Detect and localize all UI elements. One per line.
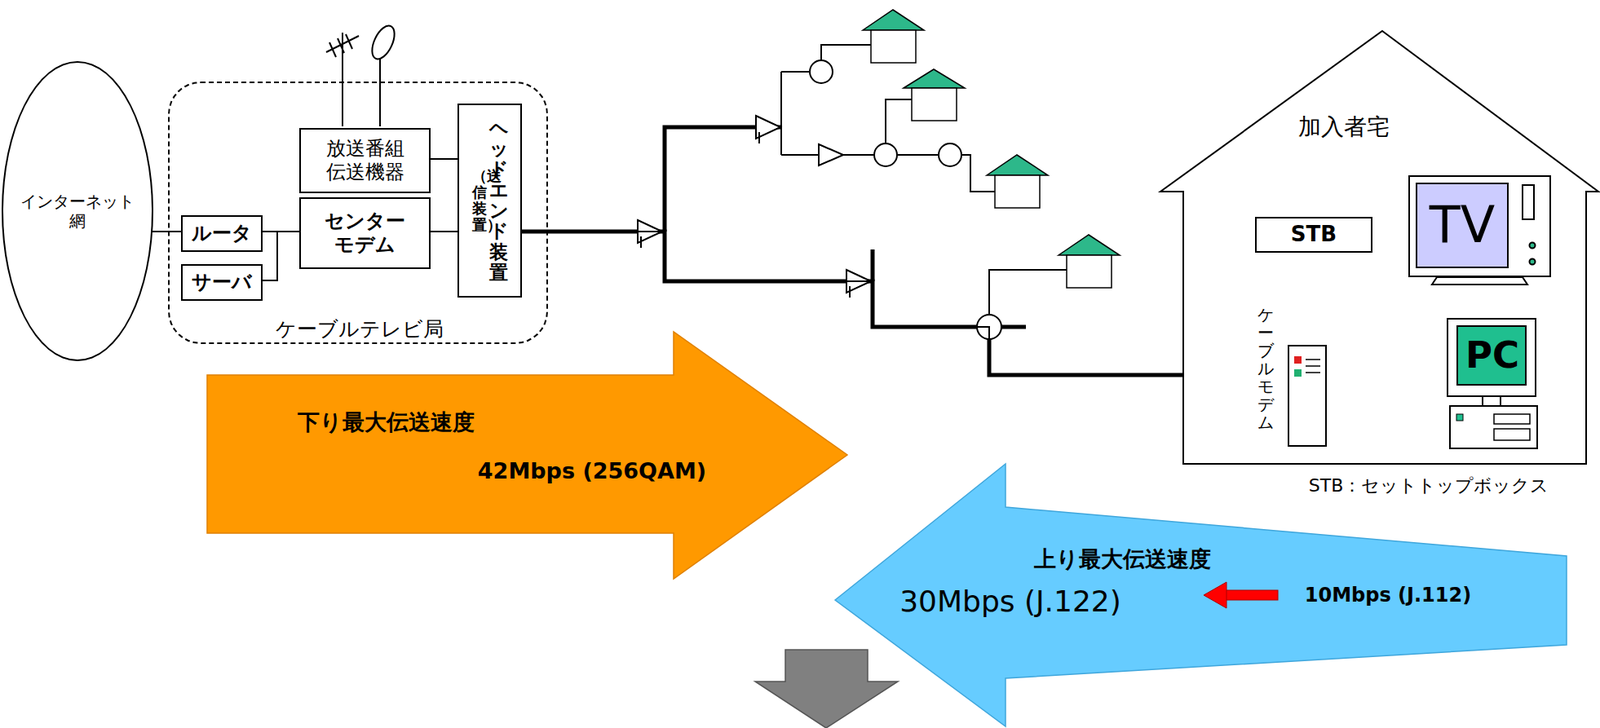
node-text: 下り最大伝送速度: [297, 409, 475, 436]
personal-computer: PC: [1446, 318, 1539, 450]
connector: [521, 231, 1256, 376]
node-text: ルータ: [191, 221, 252, 246]
tv-drawing: [1409, 176, 1551, 285]
node-text: サーバ: [191, 270, 252, 295]
amplifiers: [637, 115, 871, 298]
red-arrow-shaft: [1223, 590, 1278, 601]
node-text: （送信装置）: [472, 167, 487, 233]
red-arrow-head: [1203, 582, 1227, 609]
headend-box: ヘッドエンド装置（送信装置）: [457, 103, 522, 298]
station-region: ケーブルテレビ局 放送番組 伝送機器ルータ センター モデムサーバ ヘッドエンド装置（…: [167, 81, 549, 345]
downstream-arrow-outline: [207, 331, 848, 580]
connector: [262, 231, 300, 281]
modem-drawing: [1288, 345, 1326, 447]
drop-cables: [781, 44, 1067, 315]
down-arrow: [755, 649, 898, 728]
node-text: ケーブルモデム: [1257, 305, 1274, 432]
process-box: 放送番組 伝送機器: [299, 128, 431, 194]
node-text: TV: [1429, 194, 1495, 256]
node-text: 10Mbps (J.112): [1304, 583, 1472, 608]
connector: [152, 230, 182, 233]
arrow-shape: [207, 331, 848, 580]
node-text: 加入者宅: [1298, 113, 1390, 142]
node-text: ケーブルテレビ局: [275, 317, 444, 342]
network-cloud: インターネット 網: [1, 61, 154, 362]
tv-set: TV: [1408, 175, 1552, 278]
connector: [430, 158, 458, 160]
subscriber-house: 加入者宅 STB TV ケーブルモデム PC: [1160, 30, 1600, 465]
connector: [430, 230, 458, 233]
antennas: [326, 22, 399, 127]
note-label: STB：セットトップボックス: [1308, 473, 1550, 499]
arrow-shape: [835, 464, 1567, 727]
taps: [809, 60, 1229, 380]
downstream-arrow: 下り最大伝送速度42Mbps (256QAM): [207, 331, 848, 580]
node-text: インターネット 網: [17, 191, 138, 231]
node-text: センター モデム: [322, 209, 407, 257]
process-box: センター モデム: [299, 197, 431, 270]
node-text: PC: [1465, 333, 1520, 378]
node-text: STB: [1290, 221, 1337, 248]
trunk-cable: [520, 127, 1224, 376]
cable-modem: ケーブルモデム: [1287, 344, 1327, 447]
stb-box: STB: [1255, 216, 1373, 253]
cable-modem-outline: [1287, 344, 1327, 447]
process-box: ルータ: [181, 215, 263, 252]
node-text: 上り最大伝送速度: [1034, 546, 1212, 573]
node-text: 30Mbps (J.122): [899, 583, 1122, 619]
pc-drawing: [1447, 318, 1538, 449]
house-outline: [1160, 30, 1599, 465]
node-text: 放送番組 伝送機器: [322, 137, 407, 185]
process-box: サーバ: [181, 264, 263, 301]
node-text: ヘッドエンド装置: [489, 118, 509, 283]
small-houses: [862, 9, 1120, 288]
node-text: 42Mbps (256QAM): [477, 458, 707, 485]
upstream-arrow: 上り最大伝送速度 30Mbps (J.122) 10Mbps (J.112): [835, 464, 1567, 727]
